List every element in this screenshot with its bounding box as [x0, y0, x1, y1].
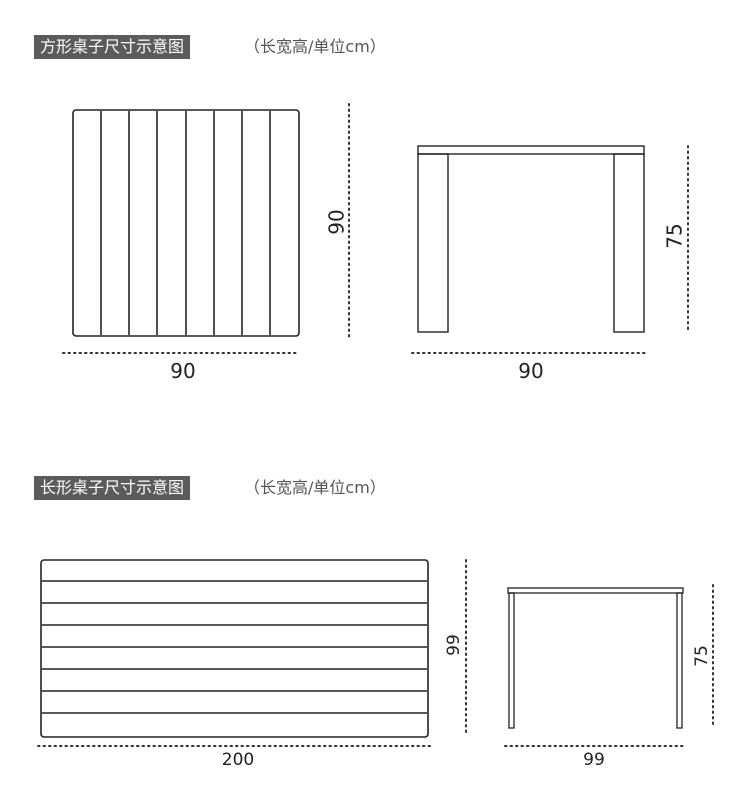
rect-table-top-view [40, 559, 429, 738]
square-tabletop-outline [72, 109, 300, 337]
rect-tabletop-outline [40, 559, 429, 738]
rect-side-width-label: 99 [583, 750, 605, 770]
square-table-units-note: （长宽高/单位cm） [244, 37, 386, 56]
rect-side-tabletop [507, 587, 684, 594]
square-side-left-leg [417, 153, 449, 333]
square-top-width-label: 90 [170, 359, 195, 383]
square-top-depth-label: 90 [325, 209, 349, 234]
square-side-height-label: 75 [663, 223, 687, 248]
rect-table-units-note: （长宽高/单位cm） [244, 478, 386, 497]
rect-top-depth-label: 99 [444, 634, 464, 656]
square-table-section-label: 方形桌子尺寸示意图 [34, 35, 191, 59]
rect-top-width-label: 200 [222, 750, 254, 770]
square-side-width-label: 90 [518, 359, 543, 383]
rect-table-side-view [507, 587, 684, 729]
square-table-side-view [417, 145, 645, 333]
rect-side-right-leg [676, 592, 683, 729]
rect-side-height-label: 75 [692, 645, 712, 667]
square-side-right-leg [613, 153, 645, 333]
square-table-top-view [72, 109, 300, 337]
square-side-tabletop [417, 145, 645, 155]
rect-side-left-leg [508, 592, 515, 729]
rect-table-section-label: 长形桌子尺寸示意图 [34, 476, 191, 500]
